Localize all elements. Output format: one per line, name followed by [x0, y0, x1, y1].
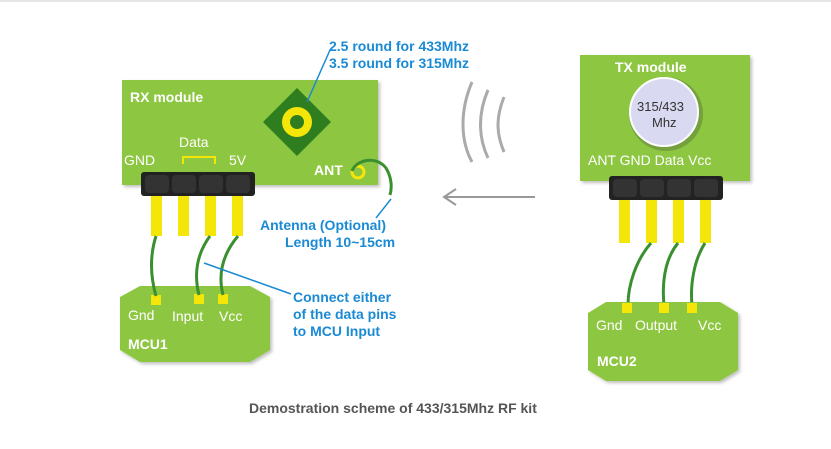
round-annotation: 2.5 round for 433Mhz 3.5 round for 315Mh… [306, 38, 469, 103]
tx-chip-line2: Mhz [652, 115, 677, 130]
antenna-annotation: Antenna (Optional) Length 10~15cm [260, 198, 395, 250]
mcu1-name: MCU1 [128, 336, 168, 352]
rx-ant-label: ANT [314, 162, 343, 178]
connect-leader-line [203, 262, 292, 295]
tx-pin-labels: ANT GND Data Vcc [588, 152, 711, 168]
rx-5v-label: 5V [229, 152, 247, 168]
rx-data-label: Data [179, 134, 209, 150]
antenna-leader-line [375, 198, 392, 219]
rx-pins [151, 196, 243, 236]
rx-wires [150, 235, 240, 297]
antenna-line-1: Antenna (Optional) [260, 217, 386, 233]
rx-crystal [263, 88, 331, 156]
signal-wave-icon [461, 81, 506, 163]
mcu2-gnd: Gnd [596, 317, 622, 333]
connect-line-2: of the data pins [293, 306, 397, 322]
diagram-caption: Demostration scheme of 433/315Mhz RF kit [249, 400, 537, 416]
mcu2-vcc: Vcc [698, 317, 721, 333]
mcu2-output: Output [635, 317, 677, 333]
tx-wires [626, 242, 707, 306]
mcu2-board: Gnd Output Vcc MCU2 [588, 302, 738, 381]
rx-header [141, 172, 255, 196]
round-line-2: 3.5 round for 315Mhz [329, 55, 469, 71]
connect-annotation: Connect either of the data pins to MCU I… [203, 262, 397, 339]
tx-chip: 315/433 Mhz [629, 77, 703, 151]
rx-board [122, 80, 378, 185]
tx-chip-line1: 315/433 [637, 99, 684, 114]
tx-header [609, 176, 723, 200]
antenna-coil-icon [350, 158, 393, 196]
tx-pins [619, 200, 711, 243]
rx-gnd-label: GND [124, 152, 155, 168]
mcu2-name: MCU2 [597, 353, 637, 369]
mcu1-gnd: Gnd [128, 307, 154, 323]
connect-line-1: Connect either [293, 289, 392, 305]
top-divider [0, 0, 831, 2]
data-bracket [182, 156, 216, 164]
tx-title: TX module [615, 59, 687, 75]
rx-module: RX module Data GND 5V ANT [122, 80, 393, 236]
connect-line-3: to MCU Input [293, 323, 380, 339]
mcu1-input: Input [172, 308, 203, 324]
rx-title: RX module [130, 89, 203, 105]
round-leader-line [306, 49, 331, 103]
mcu1-vcc: Vcc [219, 308, 242, 324]
tx-module: TX module 315/433 Mhz ANT GND Data Vcc [580, 55, 750, 243]
antenna-line-2: Length 10~15cm [285, 234, 395, 250]
round-line-1: 2.5 round for 433Mhz [329, 38, 469, 54]
mcu1-board: Gnd Input Vcc MCU1 [120, 286, 270, 362]
arrow-left-icon [442, 188, 535, 206]
